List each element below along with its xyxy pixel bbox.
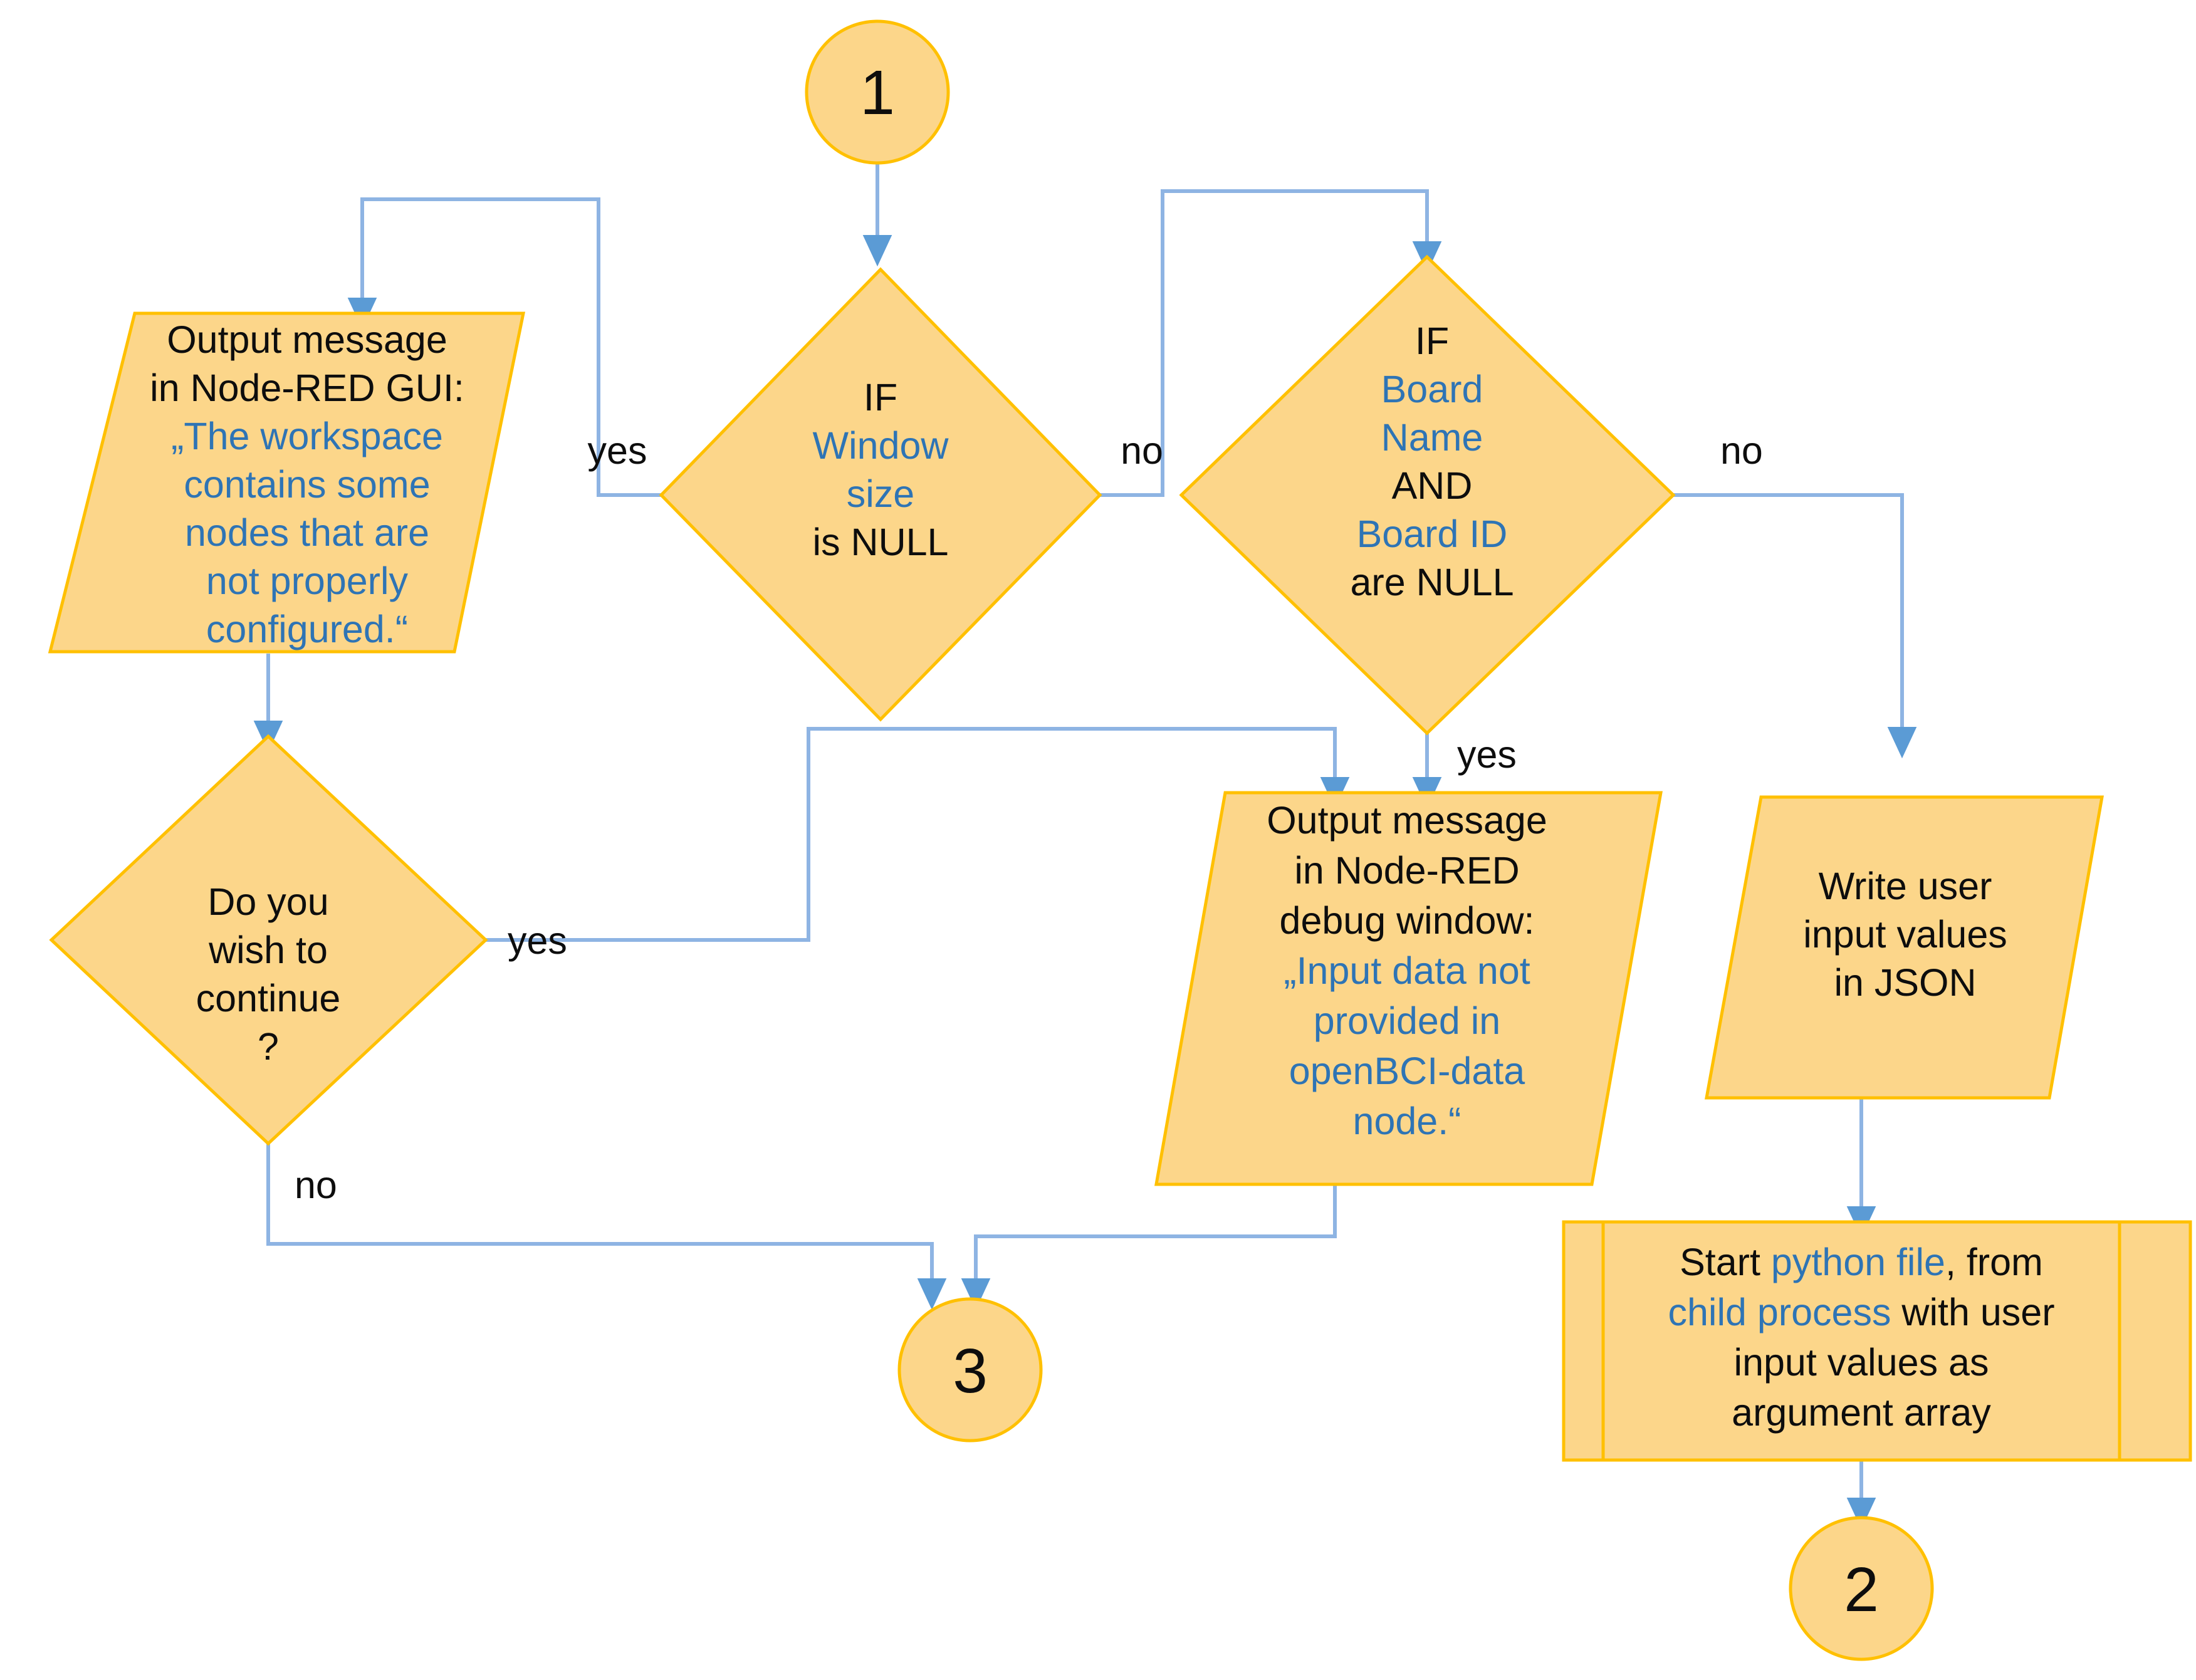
start-python-seg-pythonfile: python file xyxy=(1771,1241,1945,1283)
decision-board-line-4: AND xyxy=(1392,464,1473,507)
edge-board-no-to-write-json xyxy=(1673,493,1917,759)
io-debug-message-line-6: openBCI-data xyxy=(1289,1050,1525,1092)
start-python-seg-withuser: with user xyxy=(1891,1291,2054,1333)
decision-board-line-3: Name xyxy=(1381,416,1483,459)
decision-window-size-line-1: IF xyxy=(864,376,897,419)
decision-window-size-line-4: is NULL xyxy=(813,521,949,563)
io-debug-message-line-1: Output message xyxy=(1267,799,1547,842)
io-debug-message-line-5: provided in xyxy=(1314,999,1500,1042)
io-gui-message-line-7: configured.“ xyxy=(206,608,408,650)
edge-continue-yes-to-debug-message xyxy=(486,727,1350,942)
start-python-line-1: Start python file, from xyxy=(1680,1241,2043,1283)
decision-board-line-6: are NULL xyxy=(1350,561,1514,603)
start-python-line-4: argument array xyxy=(1732,1391,1991,1434)
io-write-json-line-2: input values xyxy=(1803,913,2007,956)
node-io-write-json[interactable]: Write user input values in JSON xyxy=(1705,795,2104,1100)
io-gui-message-line-1: Output message xyxy=(167,318,447,361)
start-python-seg-start: Start xyxy=(1680,1241,1771,1283)
io-debug-message-shape xyxy=(1154,791,1663,1186)
io-debug-message-line-3: debug window: xyxy=(1280,899,1535,942)
io-gui-message-line-5: nodes that are xyxy=(185,511,429,554)
decision-continue-line-1: Do you xyxy=(207,880,328,923)
io-debug-message-line-4: „Input data not xyxy=(1284,949,1530,992)
edge-window-yes-to-gui-message xyxy=(347,197,661,497)
io-gui-message-shape xyxy=(48,311,526,654)
decision-board-line-5: Board ID xyxy=(1357,513,1508,555)
edge-label-board-no: no xyxy=(1720,429,1763,472)
io-gui-message-line-6: not properly xyxy=(206,560,409,602)
start-python-seg-childprocess: child process xyxy=(1668,1291,1891,1333)
node-io-debug-message[interactable]: Output message in Node-RED debug window:… xyxy=(1154,791,1663,1186)
io-write-json-line-1: Write user xyxy=(1819,865,1992,907)
io-gui-message-line-2: in Node-RED GUI: xyxy=(150,367,464,409)
start-python-seg-from: , from xyxy=(1945,1241,2043,1283)
connector-1-label: 1 xyxy=(860,58,895,128)
decision-continue-shape xyxy=(49,734,488,1146)
decision-window-size-shape xyxy=(659,267,1102,722)
io-gui-message-line-4: contains some xyxy=(184,463,430,506)
decision-window-size-line-2: Window xyxy=(813,424,949,467)
decision-board-shape xyxy=(1179,254,1676,736)
node-io-gui-message[interactable]: Output message in Node-RED GUI: „The wor… xyxy=(48,311,526,654)
io-debug-message-line-7: node.“ xyxy=(1353,1100,1461,1142)
start-python-shape xyxy=(1562,1220,2192,1462)
io-write-json-line-3: in JSON xyxy=(1834,961,1976,1004)
io-write-json-shape xyxy=(1705,795,2104,1100)
start-python-line-3: input values as xyxy=(1734,1341,1989,1384)
io-debug-message-line-2: in Node-RED xyxy=(1294,849,1519,892)
node-decision-window-size[interactable]: IF Window size is NULL xyxy=(659,267,1102,722)
decision-continue-line-4: ? xyxy=(258,1025,279,1068)
node-decision-board[interactable]: IF Board Name AND Board ID are NULL xyxy=(1179,254,1676,736)
node-decision-continue[interactable]: Do you wish to continue ? xyxy=(49,734,488,1146)
connector-3-label: 3 xyxy=(953,1336,988,1406)
edge-label-continue-no: no xyxy=(295,1164,337,1206)
node-connector-2[interactable]: 2 xyxy=(1789,1516,1934,1661)
io-gui-message-line-3: „The workspace xyxy=(171,415,443,457)
decision-continue-line-3: continue xyxy=(196,977,341,1020)
node-connector-3[interactable]: 3 xyxy=(897,1297,1043,1443)
node-process-start-python[interactable]: Start python file, from child process wi… xyxy=(1562,1220,2192,1462)
decision-continue-line-2: wish to xyxy=(208,929,328,971)
decision-board-line-2: Board xyxy=(1381,368,1483,410)
start-python-line-2: child process with user xyxy=(1668,1291,2054,1333)
edge-label-window-no: no xyxy=(1121,429,1163,472)
edge-debug-message-to-connector3 xyxy=(961,1184,1337,1310)
edge-label-continue-yes: yes xyxy=(508,919,567,962)
decision-window-size-line-3: size xyxy=(847,472,914,515)
connector-2-label: 2 xyxy=(1844,1555,1879,1625)
edge-label-board-yes: yes xyxy=(1457,733,1517,776)
edge-label-window-yes: yes xyxy=(588,429,647,472)
edge-continue-no-to-connector3 xyxy=(266,1144,947,1310)
node-connector-1[interactable]: 1 xyxy=(805,19,950,165)
decision-board-line-1: IF xyxy=(1415,320,1449,362)
edge-window-no-to-board-decision xyxy=(1100,189,1442,497)
